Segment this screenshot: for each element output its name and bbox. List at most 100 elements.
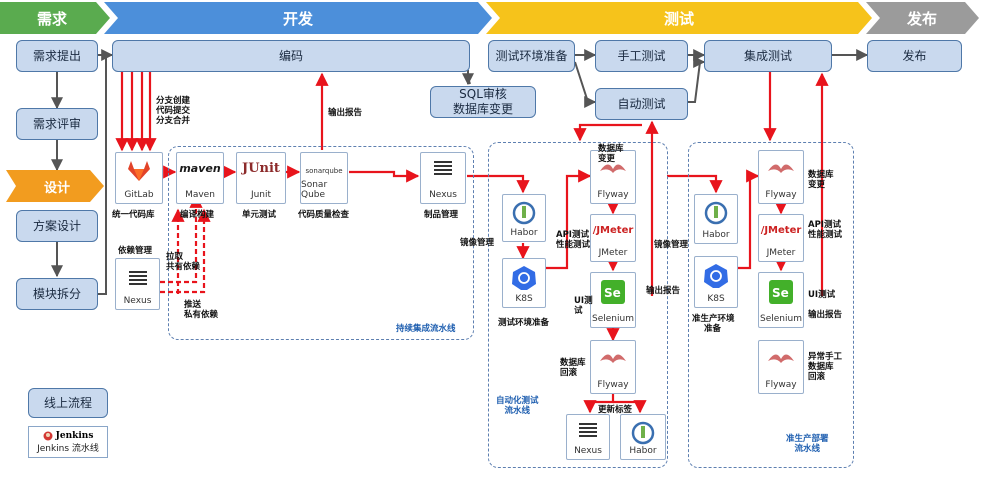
svg-text:Se: Se <box>772 286 789 300</box>
requirement-proposal-box: 需求提出 <box>16 40 98 72</box>
manual-rollback-line3: 回滚 <box>808 372 826 383</box>
pull-caption: 拉取 共有依赖 <box>166 252 200 272</box>
api-test2-line1: API测试 <box>808 220 841 230</box>
harbor-prod-icon <box>695 201 737 225</box>
coding-box: 编码 <box>112 40 470 72</box>
output-report-caption: 输出报告 <box>328 108 363 118</box>
auto-test-pipeline-line2: 流水线 <box>504 406 531 417</box>
auto-test-pipeline-label: 自动化测试 流水线 <box>496 396 539 416</box>
jenkins-icon <box>43 431 53 440</box>
flyway-rollback-icon <box>591 347 635 369</box>
flyway-icon <box>591 157 635 179</box>
prod-env-line1: 准生产环境 <box>692 314 735 324</box>
phase-banner <box>0 2 979 34</box>
phase-testing: 测试 <box>663 9 694 28</box>
nexus-label: Nexus <box>429 190 457 200</box>
db-rollback-line1: 数据库 <box>560 358 586 368</box>
design-arrow-shape <box>6 170 104 202</box>
flyway-manual-node: Flyway <box>758 340 804 394</box>
maven-label: Maven <box>185 190 215 200</box>
auto-test-box: 自动测试 <box>595 88 688 120</box>
nexus-deps-label: Nexus <box>123 296 152 306</box>
selenium-test-label: Selenium <box>592 314 634 324</box>
nexus-icon <box>421 159 465 179</box>
phase-release-arrow <box>866 2 979 34</box>
flyway-rollback-label: Flyway <box>597 380 629 390</box>
jmeter-prod-node: /JMeter JMeter <box>758 214 804 262</box>
manual-rollback-caption: 异常手工 数据库 回滚 <box>808 352 842 383</box>
selenium-icon: Se <box>591 279 635 305</box>
harbor-tag-label: Habor <box>629 446 657 456</box>
integration-test-box: 集成测试 <box>704 40 832 72</box>
nexus-deps-icon <box>116 269 159 289</box>
selenium-prod-node: Se Selenium <box>758 272 804 328</box>
phase-requirements: 需求 <box>36 9 67 28</box>
harbor-tag-icon <box>621 421 665 445</box>
output-report2-caption: 输出报告 <box>646 286 681 296</box>
prod-env-prep-caption: 准生产环境 准备 <box>692 314 735 334</box>
prod-env-line2: 准备 <box>704 324 722 335</box>
manual-test-box: 手工测试 <box>595 40 688 72</box>
phase-release: 发布 <box>906 9 937 28</box>
k8s-icon <box>503 265 545 291</box>
phase-development: 开发 <box>282 9 313 28</box>
svg-text:Se: Se <box>604 286 621 300</box>
design-label: 设计 <box>43 180 70 196</box>
nexus-tag-icon <box>567 421 609 441</box>
junit-node: JUnit Junit <box>236 152 286 204</box>
manual-rollback-line1: 异常手工 <box>808 352 843 362</box>
legend-jenkins: Jenkins Jenkins 流水线 <box>28 426 108 458</box>
phase-req-arrow <box>0 2 110 34</box>
jmeter-prod-logo: /JMeter <box>760 225 802 236</box>
jmeter-test-label: JMeter <box>598 248 628 258</box>
flyway-test-node: Flyway <box>590 150 636 204</box>
jenkins-pipeline-label: Jenkins 流水线 <box>37 443 99 454</box>
push-line2: 私有依赖 <box>184 310 219 321</box>
pull-line2: 共有依赖 <box>166 262 201 273</box>
branch-caption: 分支创建 代码提交 分支合并 <box>156 96 190 127</box>
output-report3-caption: 输出报告 <box>808 310 843 320</box>
artifact-caption: 制品管理 <box>424 210 459 220</box>
push-line1: 推送 <box>184 300 202 310</box>
manual-rollback-line2: 数据库 <box>808 362 834 373</box>
k8s-prod-icon <box>695 263 737 289</box>
api-test-caption: API测试 性能测试 <box>556 230 590 250</box>
harbor-tag-node: Habor <box>620 414 666 460</box>
branch-create: 分支创建 <box>156 96 191 106</box>
jmeter-logo: /JMeter <box>592 225 634 236</box>
k8s-prod-node: K8S <box>694 256 738 308</box>
selenium-test-node: Se Selenium <box>590 272 636 328</box>
ui-test2-caption: UI测试 <box>808 290 836 300</box>
db-change2-caption: 数据库 变更 <box>808 170 834 190</box>
harbor-test-node: Habor <box>502 194 546 242</box>
release-box: 发布 <box>867 40 962 72</box>
flyway-manual-icon <box>759 347 803 369</box>
phase-test-arrow <box>486 2 872 34</box>
api-test-line1: API测试 <box>556 230 589 240</box>
gitlab-label: GitLab <box>124 190 154 200</box>
sonarqube-label: Sonar Qube <box>301 180 328 200</box>
maven-node: maven Maven <box>176 152 224 204</box>
gitlab-node: GitLab <box>115 152 163 204</box>
ui-test-line1: UI测 <box>574 296 593 306</box>
nexus-node: Nexus <box>420 152 466 204</box>
sonarqube-node: sonarqube Sonar Qube <box>300 152 348 204</box>
api-test2-caption: API测试 性能测试 <box>808 220 842 240</box>
db-change2-line1: 数据库 <box>808 170 834 180</box>
image-mgmt-caption: 镜像管理 <box>460 238 495 248</box>
ui-test-line2: 试 <box>574 306 583 317</box>
sonarqube-logo: sonarqube <box>305 167 343 175</box>
flyway-prod-node: Flyway <box>758 150 804 204</box>
nexus-deps-node: Nexus <box>115 258 160 310</box>
jenkins-logo: Jenkins <box>43 430 94 441</box>
branch-merge: 分支合并 <box>156 116 191 127</box>
maven-logo: maven <box>179 162 221 175</box>
repo-caption: 统一代码库 <box>112 210 155 220</box>
flyway-prod-icon <box>759 157 803 179</box>
prod-pipeline-group <box>688 142 854 468</box>
legend-online-flow: 线上流程 <box>28 388 108 418</box>
auto-test-pipeline-line1: 自动化测试 <box>496 396 539 406</box>
k8s-test-label: K8S <box>515 294 533 304</box>
jenkins-logo-text: Jenkins <box>55 430 94 441</box>
